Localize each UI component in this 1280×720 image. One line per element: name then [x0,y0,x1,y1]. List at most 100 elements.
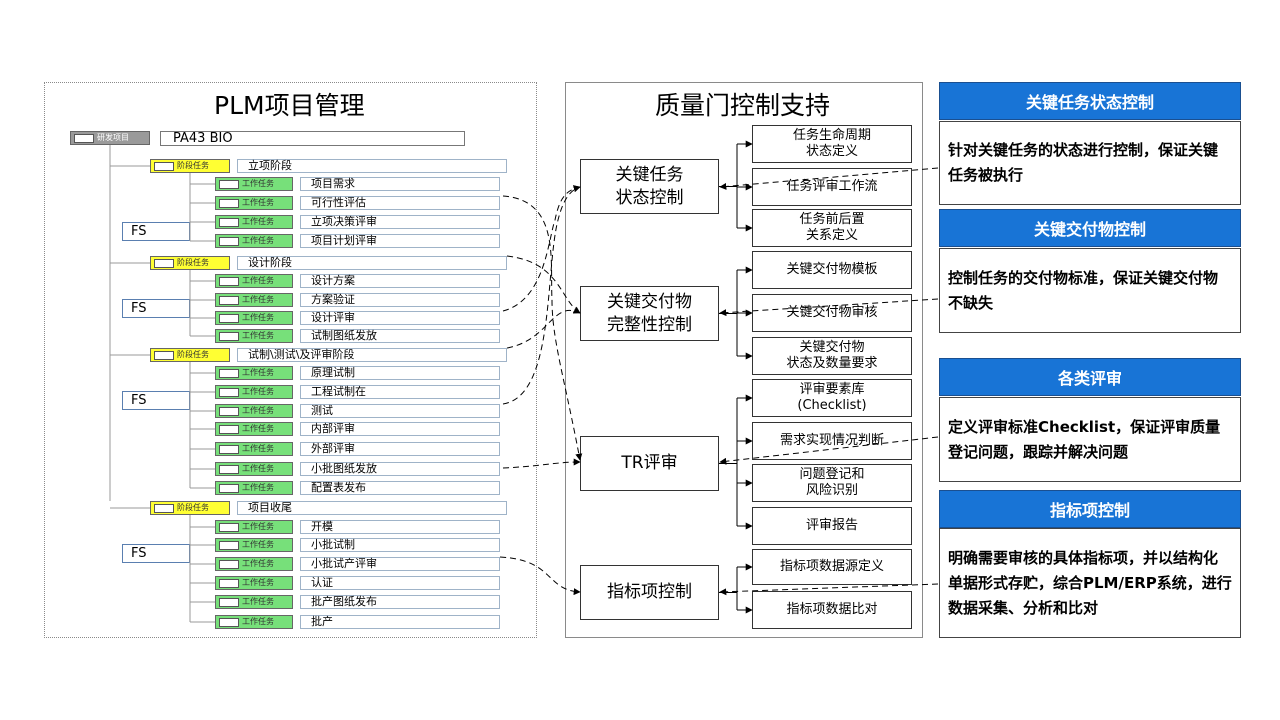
work-tag-text: 工作任务 [242,578,274,587]
task-icon [219,331,239,341]
project-icon [74,133,94,143]
task-icon [219,540,239,550]
stage-icon [154,161,174,171]
work-tag-text: 工作任务 [242,522,274,531]
work-tag: 工作任务 [215,274,293,288]
root-tag: 研发项目 [70,131,150,145]
sub-control-box[interactable]: 需求实现情况判断 [752,422,912,460]
work-tag-text: 工作任务 [242,217,274,226]
task-icon [219,617,239,627]
dash-card3-to-tr [719,436,939,465]
task-icon [219,522,239,532]
task-label[interactable]: 配置表发布 [300,481,500,495]
indicator-control-box[interactable]: 指标项控制 [580,565,719,620]
task-label[interactable]: 工程试制在 [300,385,500,399]
card-body: 针对关键任务的状态进行控制，保证关键任务被执行 [939,121,1241,205]
dash-test-to-task [502,185,581,405]
plm-project-panel [44,82,537,638]
plm-panel-title: PLM项目管理 [214,91,365,120]
work-tag-text: 工作任务 [242,597,274,606]
work-tag: 工作任务 [215,576,293,590]
task-label[interactable]: 批产图纸发布 [300,595,500,609]
task-icon [219,464,239,474]
task-label[interactable]: 项目计划评审 [300,234,500,248]
card-title: 指标项控制 [939,490,1241,528]
stage-icon [154,258,174,268]
task-icon [219,578,239,588]
fs-dependency-label: FS [122,299,190,318]
work-tag: 工作任务 [215,366,293,380]
task-label[interactable]: 内部评审 [300,422,500,436]
work-tag: 工作任务 [215,293,293,307]
sub-control-box[interactable]: 指标项数据比对 [752,591,912,629]
task-icon [219,424,239,434]
task-label[interactable]: 项目需求 [300,177,500,191]
task-label[interactable]: 小批图纸发放 [300,462,500,476]
work-tag: 工作任务 [215,538,293,552]
task-label[interactable]: 原理试制 [300,366,500,380]
work-tag-text: 工作任务 [242,295,274,304]
key-task-control-box[interactable]: 关键任务状态控制 [580,159,719,214]
task-label[interactable]: 小批试制 [300,538,500,552]
task-label[interactable]: 认证 [300,576,500,590]
sub-control-box[interactable]: 任务评审工作流 [752,168,912,206]
task-label[interactable]: 外部评审 [300,442,500,456]
sub-control-box[interactable]: 指标项数据源定义 [752,549,912,585]
task-icon [219,236,239,246]
work-tag-text: 工作任务 [242,198,274,207]
card-body: 定义评审标准Checklist，保证评审质量登记问题，跟踪并解决问题 [939,397,1241,482]
task-label[interactable]: 批产 [300,615,500,629]
task-icon [219,597,239,607]
dash-design-review-to-task [502,185,581,312]
stage-tag: 阶段任务 [150,159,230,173]
stage-label[interactable]: 项目收尾 [237,501,507,515]
work-tag-text: 工作任务 [242,387,274,396]
sub-control-box[interactable]: 关键交付物状态及数量要求 [752,337,912,375]
task-label[interactable]: 方案验证 [300,293,500,307]
work-tag-text: 工作任务 [242,444,274,453]
work-tag: 工作任务 [215,481,293,495]
fs-dependency-label: FS [122,544,190,563]
task-icon [219,559,239,569]
task-label[interactable]: 开模 [300,520,500,534]
key-deliverable-control-box[interactable]: 关键交付物完整性控制 [580,286,719,341]
dash-batch-review-to-indicator [499,556,581,596]
task-icon [219,406,239,416]
sub-control-box[interactable]: 评审要素库(Checklist) [752,379,912,417]
card-body-text: 针对关键任务的状态进行控制，保证关键任务被执行 [948,141,1219,184]
sub-control-box[interactable]: 问题登记和风险识别 [752,464,912,502]
work-tag: 工作任务 [215,385,293,399]
task-label[interactable]: 测试 [300,404,500,418]
task-label[interactable]: 立项决策评审 [300,215,500,229]
stage-label[interactable]: 立项阶段 [237,159,507,173]
root-project-label[interactable]: PA43 BIO [160,131,465,146]
task-icon [219,444,239,454]
stage-label[interactable]: 设计阶段 [237,256,507,270]
work-tag-text: 工作任务 [242,540,274,549]
card-title: 各类评审 [939,358,1241,396]
tr-review-box[interactable]: TR评审 [580,436,719,491]
task-label[interactable]: 试制图纸发放 [300,329,500,343]
work-tag: 工作任务 [215,520,293,534]
task-icon [219,276,239,286]
stage-tag-text: 阶段任务 [177,258,209,267]
sub-control-box[interactable]: 任务生命周期状态定义 [752,125,912,163]
work-tag: 工作任务 [215,422,293,436]
sub-control-box[interactable]: 评审报告 [752,507,912,545]
card-body-text: 明确需要审核的具体指标项，并以结构化单据形式存贮，综合PLM/ERP系统，进行数… [948,548,1232,617]
dash-design-stage-to-deliverable [506,255,581,314]
task-label[interactable]: 小批试产评审 [300,557,500,571]
sub-control-box[interactable]: 关键交付物模板 [752,251,912,289]
task-label[interactable]: 设计方案 [300,274,500,288]
task-label[interactable]: 设计评审 [300,311,500,325]
work-tag-text: 工作任务 [242,424,274,433]
stage-label[interactable]: 试制\测试\及评审阶段 [237,348,507,362]
task-label[interactable]: 可行性评估 [300,196,500,210]
work-tag: 工作任务 [215,462,293,476]
sub-control-box[interactable]: 任务前后置关系定义 [752,209,912,247]
stage-tag: 阶段任务 [150,501,230,515]
work-tag: 工作任务 [215,615,293,629]
card-title: 关键交付物控制 [939,209,1241,247]
stage-icon [154,503,174,513]
